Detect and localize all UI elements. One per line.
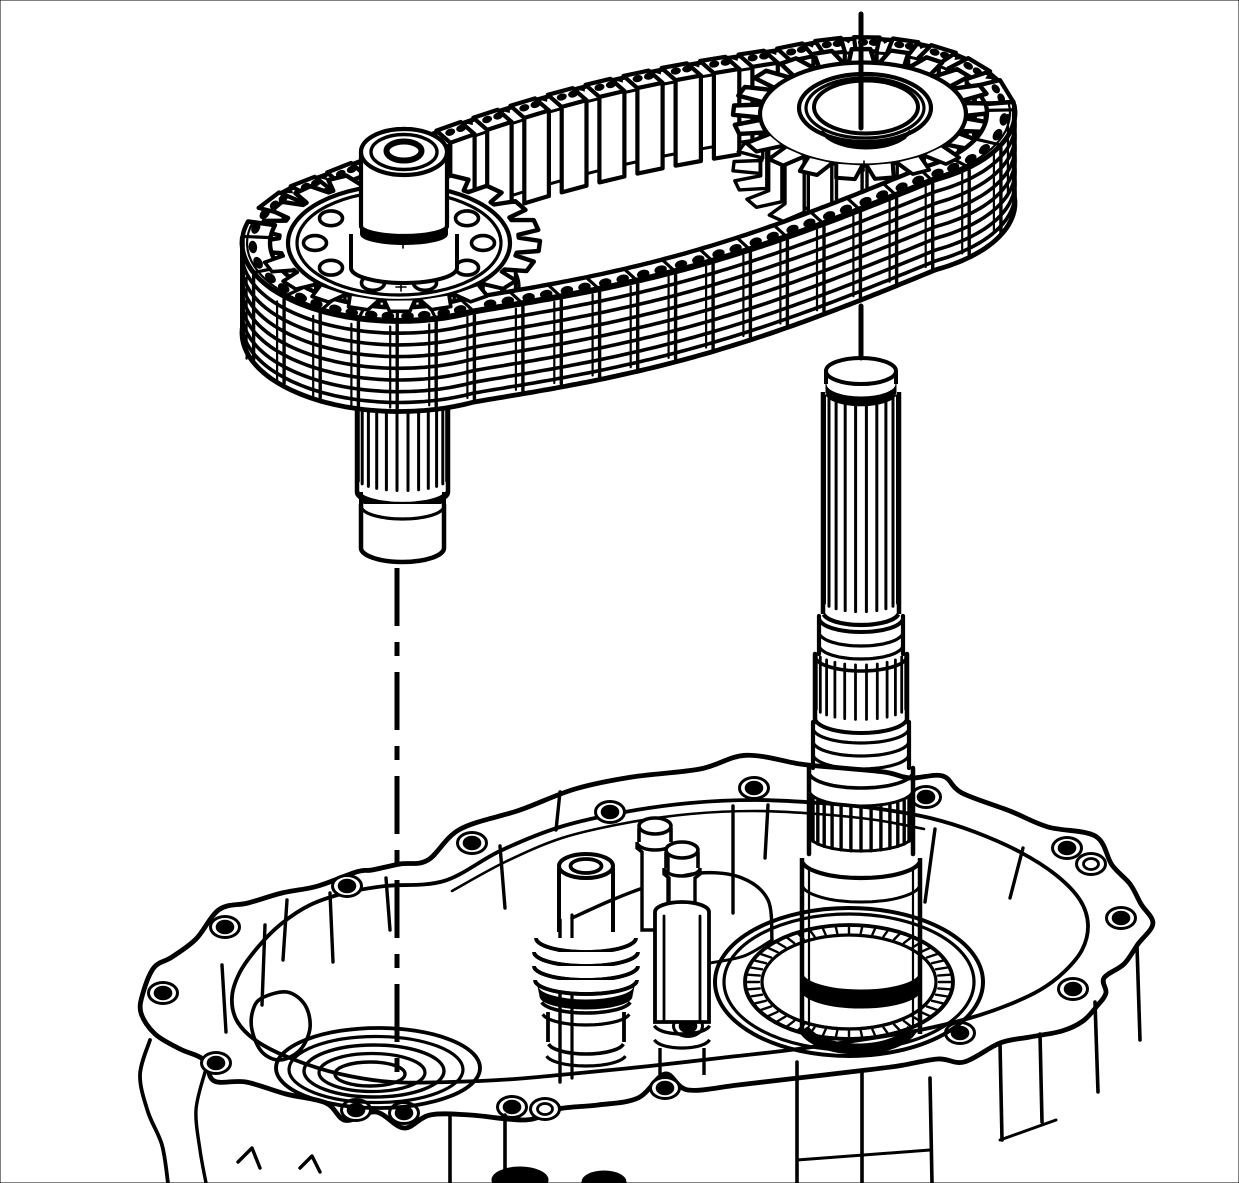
case-outer-flange-edge — [137, 752, 1156, 1131]
bearing-front — [743, 986, 955, 1055]
shift-components — [532, 816, 712, 1075]
drive-sprocket-hub-bore — [383, 138, 425, 164]
sprocket-teeth-over-chain — [262, 132, 962, 314]
input-bore-ring — [274, 1026, 482, 1110]
output-shaft — [799, 356, 923, 1034]
input-shaft — [354, 397, 451, 565]
output-shaft-cap — [824, 356, 898, 386]
driven-sprocket-bore — [812, 78, 920, 136]
